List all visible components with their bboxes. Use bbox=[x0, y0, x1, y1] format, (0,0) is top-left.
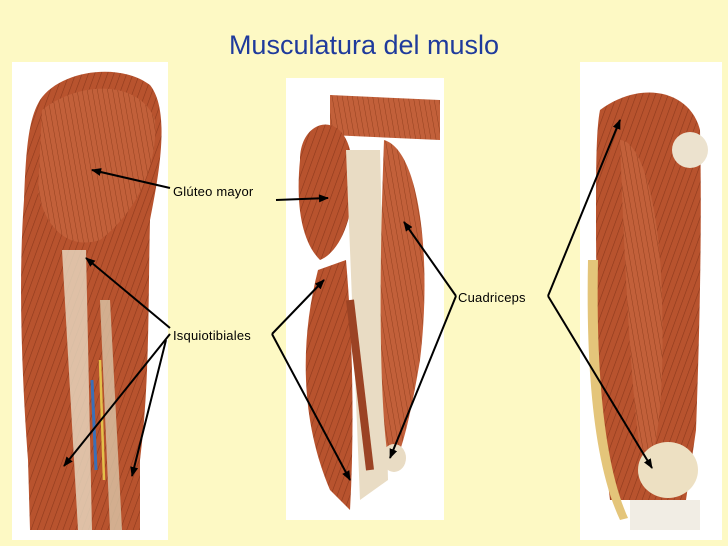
label-isquiotibiales: Isquiotibiales bbox=[173, 328, 251, 343]
page-title: Musculatura del muslo bbox=[228, 30, 500, 60]
anterior-thigh-figure bbox=[580, 62, 722, 540]
label-gluteo-mayor: Glúteo mayor bbox=[173, 184, 254, 199]
posterior-thigh-figure bbox=[12, 62, 168, 540]
label-cuadriceps: Cuadriceps bbox=[458, 290, 526, 305]
annotation-arrows bbox=[63, 119, 653, 481]
lateral-thigh-figure bbox=[286, 78, 444, 520]
